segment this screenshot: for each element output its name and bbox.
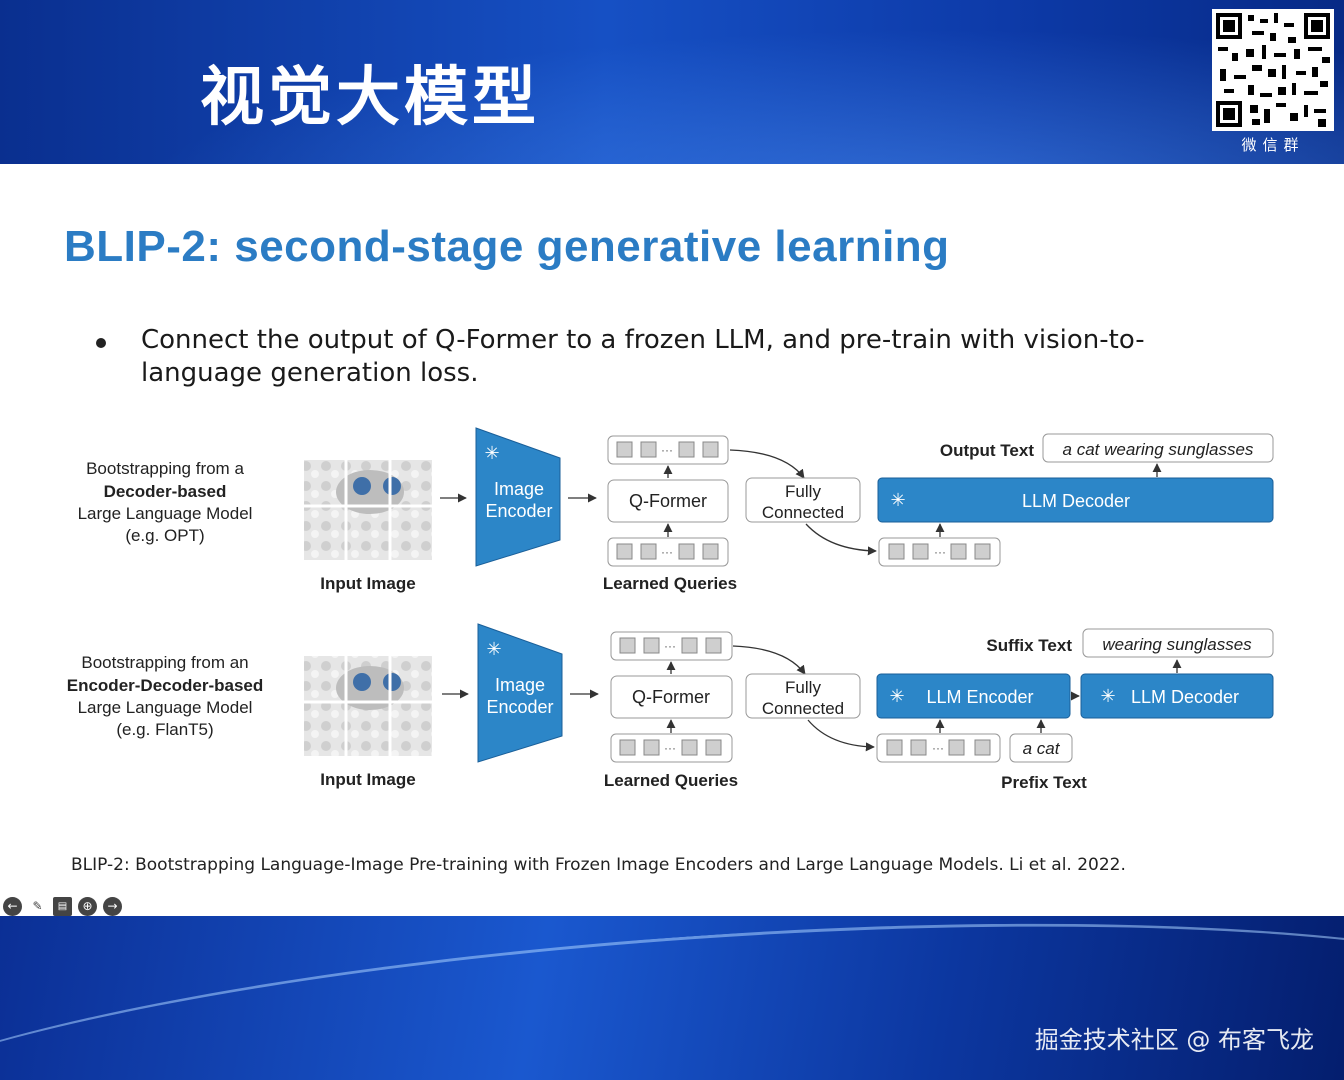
bottom-prefix-text-label: Prefix Text [1001, 773, 1087, 792]
citation: BLIP-2: Bootstrapping Language-Image Pre… [71, 855, 1126, 875]
top-desc-line2: Decoder-based [104, 482, 227, 501]
footer-band [0, 916, 1344, 1080]
top-input-image [304, 460, 432, 560]
slide-title: 视觉大模型 [200, 46, 540, 138]
top-output-text-label: Output Text [940, 441, 1034, 460]
watermark: 掘金技术社区 @ 布客飞龙 [1035, 1020, 1314, 1055]
bottom-desc-line2: Encoder-Decoder-based [67, 676, 264, 695]
captions-icon[interactable]: ▤ [53, 897, 72, 916]
bottom-snowflake-icon: ✳ [486, 639, 501, 659]
bottom-fc-label1: Fully [785, 678, 821, 697]
svg-text:···: ··· [664, 741, 676, 755]
zoom-icon[interactable]: ⊕ [78, 897, 97, 916]
qr-code [1212, 9, 1334, 131]
section-title: BLIP-2: second-stage generative learning [64, 222, 950, 272]
bottom-input-image [304, 656, 432, 756]
qr-caption: 微信群 [1212, 134, 1334, 155]
bottom-fc-label2: Connected [762, 699, 844, 718]
top-snowflake-icon: ✳ [484, 443, 499, 463]
next-slide-icon[interactable]: → [103, 897, 122, 916]
bottom-llm-decoder-label: LLM Decoder [1131, 687, 1239, 707]
bottom-pipeline: Bootstrapping from an Encoder-Decoder-ba… [67, 624, 1273, 792]
top-pipeline: Bootstrapping from a Decoder-based Large… [78, 428, 1273, 593]
pen-icon[interactable]: ✎ [28, 897, 47, 916]
bottom-input-image-label: Input Image [320, 770, 415, 789]
bottom-learned-queries-label: Learned Queries [604, 771, 738, 790]
top-output-text: a cat wearing sunglasses [1063, 440, 1254, 459]
top-learned-queries-label: Learned Queries [603, 574, 737, 593]
top-fc-label2: Connected [762, 503, 844, 522]
bullet-text: Connect the output of Q-Former to a froz… [141, 324, 1261, 390]
slideshow-toolbar: ← ✎ ▤ ⊕ → [3, 896, 122, 916]
bottom-llm-decoder-snowflake-icon: ✳ [1100, 686, 1115, 706]
bottom-desc-line4: (e.g. FlanT5) [116, 720, 213, 739]
bottom-suffix-text-label: Suffix Text [986, 636, 1072, 655]
top-llm-decoder-label: LLM Decoder [1022, 491, 1130, 511]
svg-text:···: ··· [934, 545, 946, 559]
bottom-qformer-label: Q-Former [632, 687, 710, 707]
bottom-desc-line1: Bootstrapping from an [81, 653, 248, 672]
blip2-diagram: Bootstrapping from a Decoder-based Large… [0, 420, 1344, 810]
top-desc-line4: (e.g. OPT) [125, 526, 204, 545]
bottom-desc-line3: Large Language Model [78, 698, 253, 717]
svg-text:···: ··· [661, 443, 673, 457]
svg-text:···: ··· [664, 639, 676, 653]
bottom-llm-encoder-snowflake-icon: ✳ [889, 686, 904, 706]
svg-text:···: ··· [932, 741, 944, 755]
top-qformer-label: Q-Former [629, 491, 707, 511]
bottom-prefix-text: a cat [1023, 739, 1061, 758]
top-desc-line3: Large Language Model [78, 504, 253, 523]
bottom-image-encoder-label2: Encoder [486, 697, 553, 717]
bullet-marker [96, 338, 106, 348]
top-image-encoder-label1: Image [494, 479, 544, 499]
bottom-image-encoder-label1: Image [495, 675, 545, 695]
top-desc-line1: Bootstrapping from a [86, 459, 244, 478]
top-input-image-label: Input Image [320, 574, 415, 593]
bottom-suffix-text: wearing sunglasses [1102, 635, 1252, 654]
prev-slide-icon[interactable]: ← [3, 897, 22, 916]
svg-text:···: ··· [661, 545, 673, 559]
bottom-llm-encoder-label: LLM Encoder [926, 687, 1033, 707]
top-llm-decoder-snowflake-icon: ✳ [890, 490, 905, 510]
top-fc-label1: Fully [785, 482, 821, 501]
top-image-encoder-label2: Encoder [485, 501, 552, 521]
